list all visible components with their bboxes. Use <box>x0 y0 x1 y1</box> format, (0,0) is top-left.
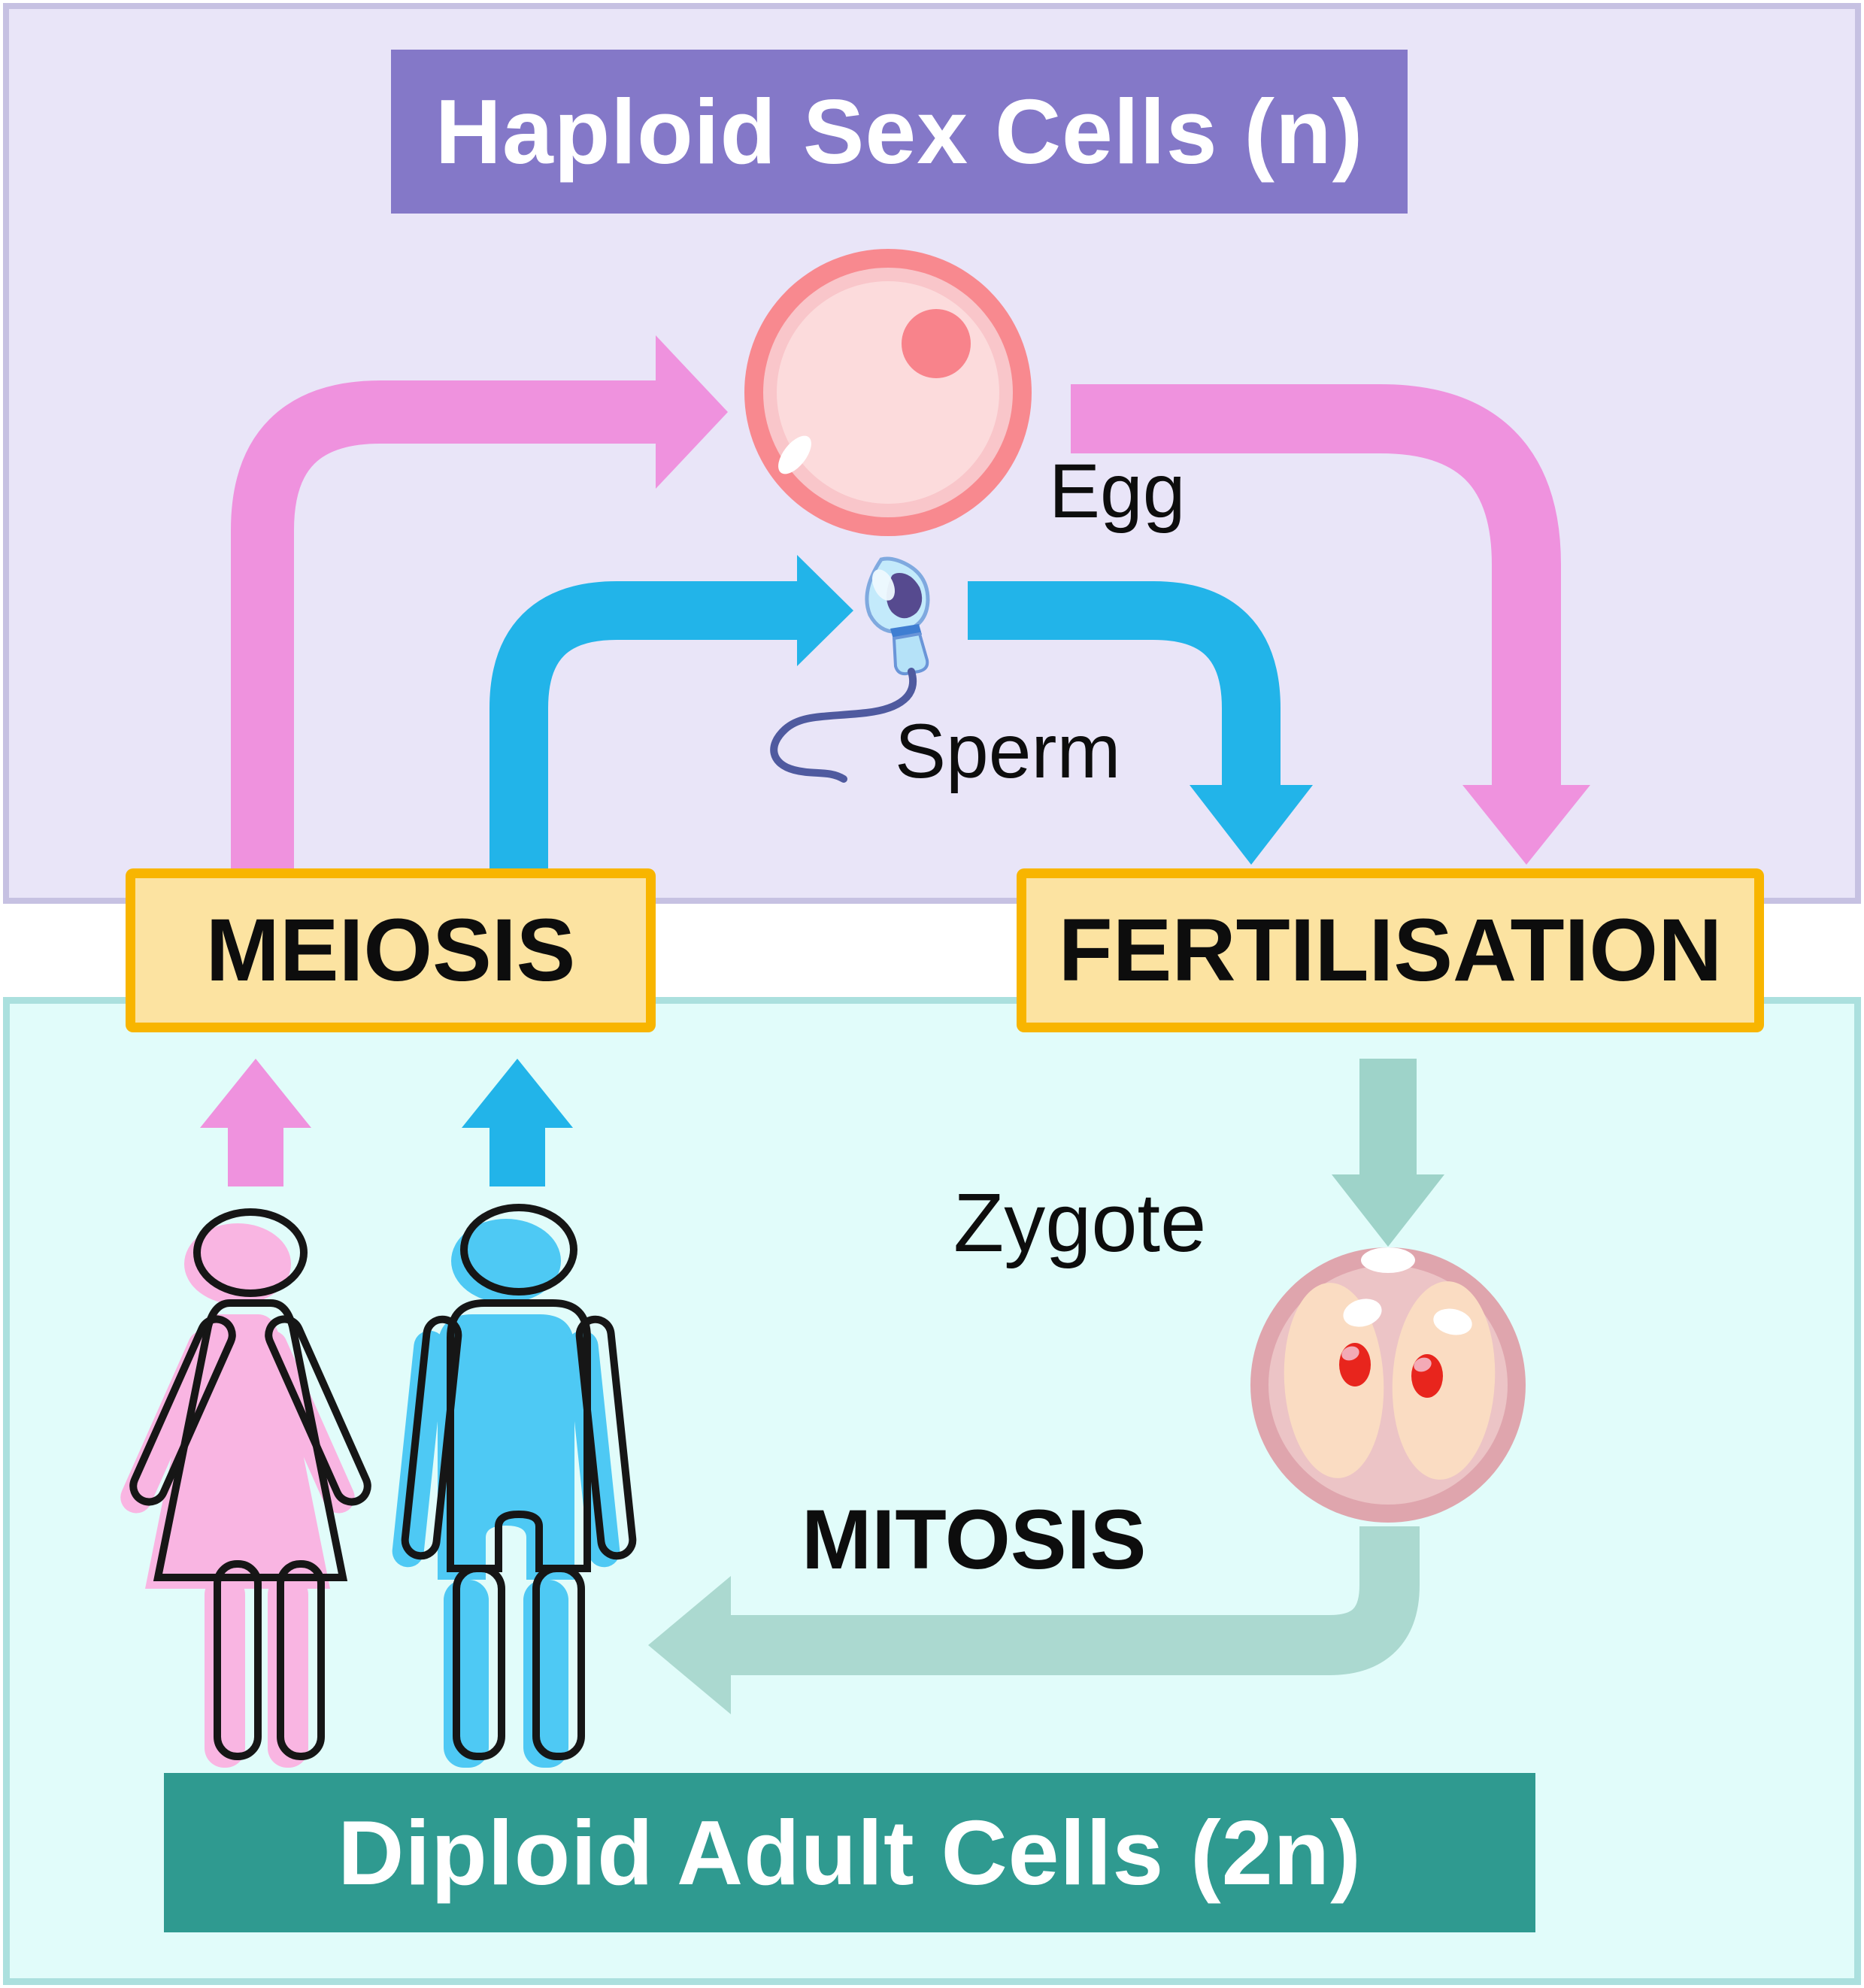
egg-label: Egg <box>1049 448 1186 534</box>
zygote-illustration <box>1250 1247 1526 1523</box>
sperm-to-fertilisation-arrow <box>968 581 1313 865</box>
meiosis-to-egg-arrow <box>231 335 728 872</box>
haploid-section-title: Haploid Sex Cells (n) <box>391 50 1408 214</box>
meiosis-to-sperm-arrow <box>489 555 853 872</box>
diploid-section-title: Diploid Adult Cells (2n) <box>164 1773 1535 1932</box>
male-to-meiosis-arrow <box>462 1059 573 1186</box>
egg-to-fertilisation-arrow <box>1071 384 1590 865</box>
female-to-meiosis-arrow <box>200 1059 311 1186</box>
female-adult-icon <box>115 1212 373 1768</box>
mitosis-label: MITOSIS <box>802 1493 1147 1586</box>
sperm-cell-illustration <box>770 556 930 783</box>
zygote-to-adults-mitosis-arrow <box>648 1526 1420 1714</box>
zygote-label: Zygote <box>953 1177 1207 1269</box>
meiosis-box: MEIOSIS <box>126 868 656 1032</box>
male-adult-icon <box>390 1208 635 1768</box>
egg-cell-illustration <box>744 249 1032 536</box>
fertilisation-to-zygote-arrow <box>1332 1059 1444 1247</box>
sperm-label: Sperm <box>895 708 1121 794</box>
fertilisation-box: FERTILISATION <box>1017 868 1764 1032</box>
